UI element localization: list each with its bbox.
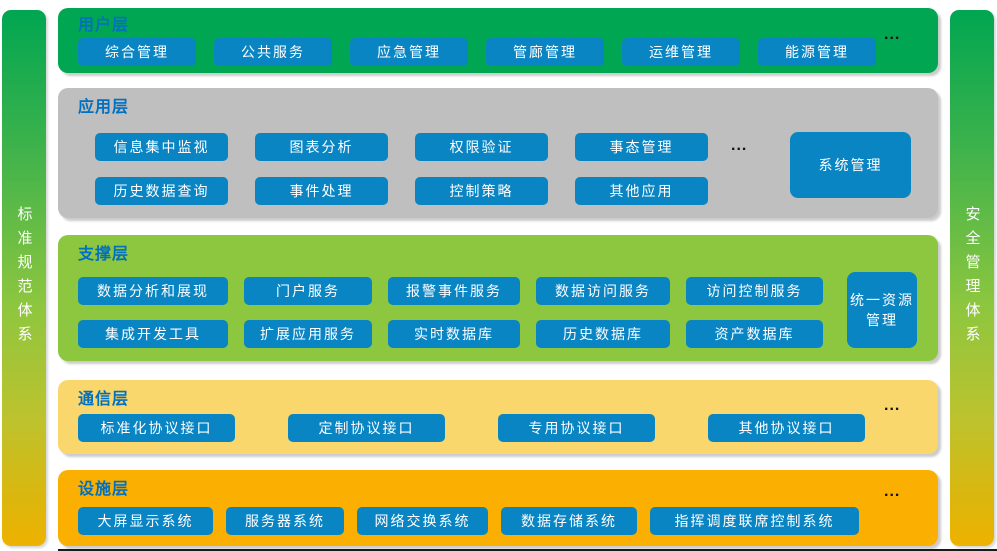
support-item-block: 数据访问服务 [536,277,670,305]
sidebar-standards: 标准规范体系 [2,10,46,546]
layer-support-row2: 集成开发工具 扩展应用服务 实时数据库 历史数据库 资产数据库 [78,320,823,348]
app-item-block: 控制策略 [415,177,548,205]
support-item-block: 实时数据库 [388,320,520,348]
layer-application-row1: 信息集中监视 图表分析 权限验证 事态管理 [95,133,708,161]
layer-facility-title: 设施层 [78,481,130,498]
comm-more-ellipsis: ... [884,397,901,414]
support-item-block: 访问控制服务 [686,277,823,305]
support-item-block: 扩展应用服务 [244,320,372,348]
facility-item-block: 指挥调度联席控制系统 [650,507,859,535]
user-item-block: 运维管理 [622,38,740,66]
layer-user-title: 用户层 [78,17,130,34]
user-item-block: 公共服务 [214,38,332,66]
support-item-block: 数据分析和展现 [78,277,228,305]
support-item-block: 历史数据库 [536,320,670,348]
sidebar-security: 安全管理体系 [950,10,994,546]
app-item-block: 权限验证 [415,133,548,161]
layer-communication-items: 标准化协议接口 定制协议接口 专用协议接口 其他协议接口 [78,414,865,442]
layer-communication-title: 通信层 [78,391,130,408]
user-more-ellipsis: ... [884,26,901,43]
layer-facility: 设施层 大屏显示系统 服务器系统 网络交换系统 数据存储系统 指挥调度联席控制系… [58,470,938,546]
facility-item-block: 网络交换系统 [357,507,488,535]
app-item-block: 其他应用 [575,177,708,205]
layer-application: 应用层 信息集中监视 图表分析 权限验证 事态管理 历史数据查询 事件处理 控制… [58,88,938,218]
layer-support: 支撑层 数据分析和展现 门户服务 报警事件服务 数据访问服务 访问控制服务 集成… [58,235,938,361]
support-item-block: 报警事件服务 [388,277,520,305]
layer-application-row2: 历史数据查询 事件处理 控制策略 其他应用 [95,177,708,205]
app-item-block: 历史数据查询 [95,177,228,205]
layer-user: 用户层 综合管理 公共服务 应急管理 管廊管理 运维管理 能源管理 ... [58,8,938,73]
user-item-block: 管廊管理 [486,38,604,66]
layer-communication: 通信层 标准化协议接口 定制协议接口 专用协议接口 其他协议接口 ... [58,380,938,454]
app-item-block: 信息集中监视 [95,133,228,161]
system-management-block: 系统管理 [790,132,911,198]
layer-user-items: 综合管理 公共服务 应急管理 管廊管理 运维管理 能源管理 [78,38,876,66]
facility-more-ellipsis: ... [884,483,901,500]
comm-item-block: 定制协议接口 [288,414,445,442]
user-item-block: 能源管理 [758,38,876,66]
app-item-block: 事件处理 [255,177,388,205]
app-item-block: 事态管理 [575,133,708,161]
layer-support-row1: 数据分析和展现 门户服务 报警事件服务 数据访问服务 访问控制服务 [78,277,823,305]
user-item-block: 综合管理 [78,38,196,66]
facility-item-block: 服务器系统 [226,507,344,535]
comm-item-block: 标准化协议接口 [78,414,235,442]
unified-resource-block: 统一资源管理 [847,272,917,348]
comm-item-block: 其他协议接口 [708,414,865,442]
support-item-block: 门户服务 [244,277,372,305]
sidebar-security-label: 安全管理体系 [963,206,981,350]
comm-item-block: 专用协议接口 [498,414,655,442]
support-item-block: 资产数据库 [686,320,823,348]
user-item-block: 应急管理 [350,38,468,66]
app-more-ellipsis: ... [731,137,748,154]
app-item-block: 图表分析 [255,133,388,161]
layer-application-title: 应用层 [78,99,130,116]
sidebar-standards-label: 标准规范体系 [15,206,33,350]
bottom-window-edge [58,549,997,551]
facility-item-block: 大屏显示系统 [78,507,213,535]
support-item-block: 集成开发工具 [78,320,228,348]
facility-item-block: 数据存储系统 [501,507,637,535]
layer-support-title: 支撑层 [78,246,130,263]
layer-facility-items: 大屏显示系统 服务器系统 网络交换系统 数据存储系统 指挥调度联席控制系统 [78,507,859,535]
